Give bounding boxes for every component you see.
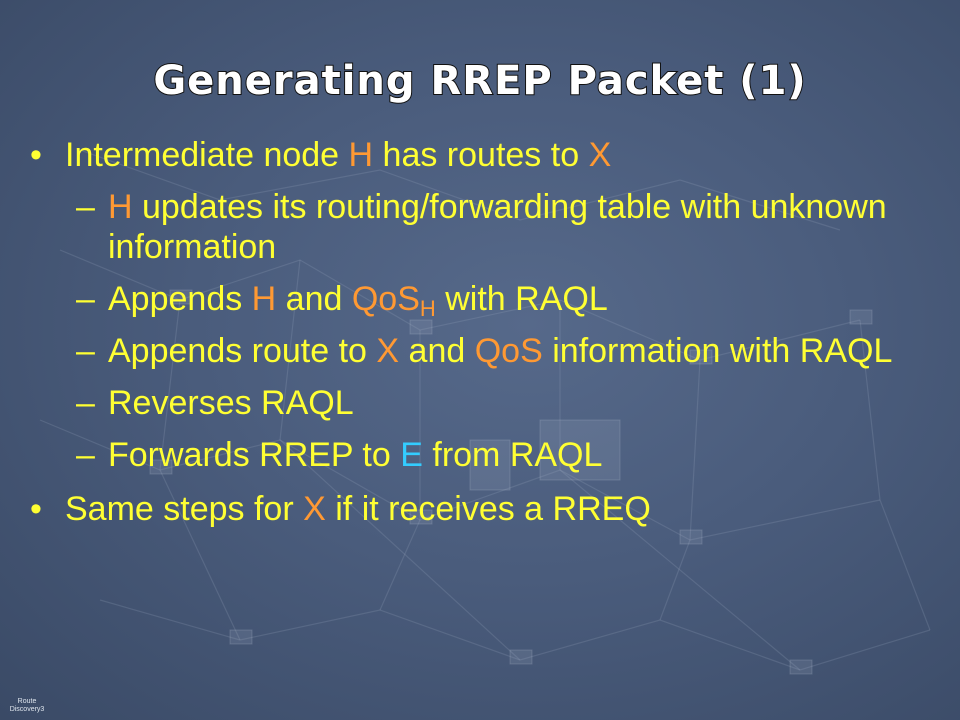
sub-item-1: – H updates its routing/forwarding table… — [76, 187, 930, 267]
slide-body: • Intermediate node H has routes to X – … — [30, 135, 930, 529]
dash-icon: – — [76, 436, 95, 474]
sub-item-5: – Forwards RREP to E from RAQL — [76, 435, 930, 475]
dash-icon: – — [76, 384, 95, 422]
sub-text-4: Reverses RAQL — [108, 384, 354, 422]
bullet-text-1: Intermediate node H has routes to X — [65, 136, 612, 174]
bullet-icon: • — [30, 136, 42, 174]
sub-item-2: – Appends H and QoSH with RAQL — [76, 279, 930, 321]
sub-item-4: – Reverses RAQL — [76, 383, 930, 423]
sub-item-3: – Appends route to X and QoS information… — [76, 331, 930, 371]
slide-title: Generating RREP Packet (1) — [152, 57, 807, 105]
bullet-item-1: • Intermediate node H has routes to X — [30, 135, 930, 175]
dash-icon: – — [76, 188, 95, 226]
sub-text-5: Forwards RREP to E from RAQL — [108, 436, 603, 474]
dash-icon: – — [76, 332, 95, 370]
sub-bullet-list: – H updates its routing/forwarding table… — [76, 187, 930, 475]
bullet-icon: • — [30, 490, 42, 528]
dash-icon: – — [76, 280, 95, 318]
sub-text-3: Appends route to X and QoS information w… — [108, 332, 893, 370]
footer-line-1: Route — [17, 698, 37, 705]
sub-text-1: H updates its routing/forwarding table w… — [108, 188, 887, 266]
sub-text-2: Appends H and QoSH with RAQL — [108, 280, 608, 321]
footer-line-2: Discovery3 — [9, 706, 45, 713]
slide-footer-label: Route Discovery3 — [4, 698, 50, 714]
bullet-item-2: • Same steps for X if it receives a RREQ — [30, 489, 930, 529]
bullet-text-2: Same steps for X if it receives a RREQ — [65, 490, 651, 528]
